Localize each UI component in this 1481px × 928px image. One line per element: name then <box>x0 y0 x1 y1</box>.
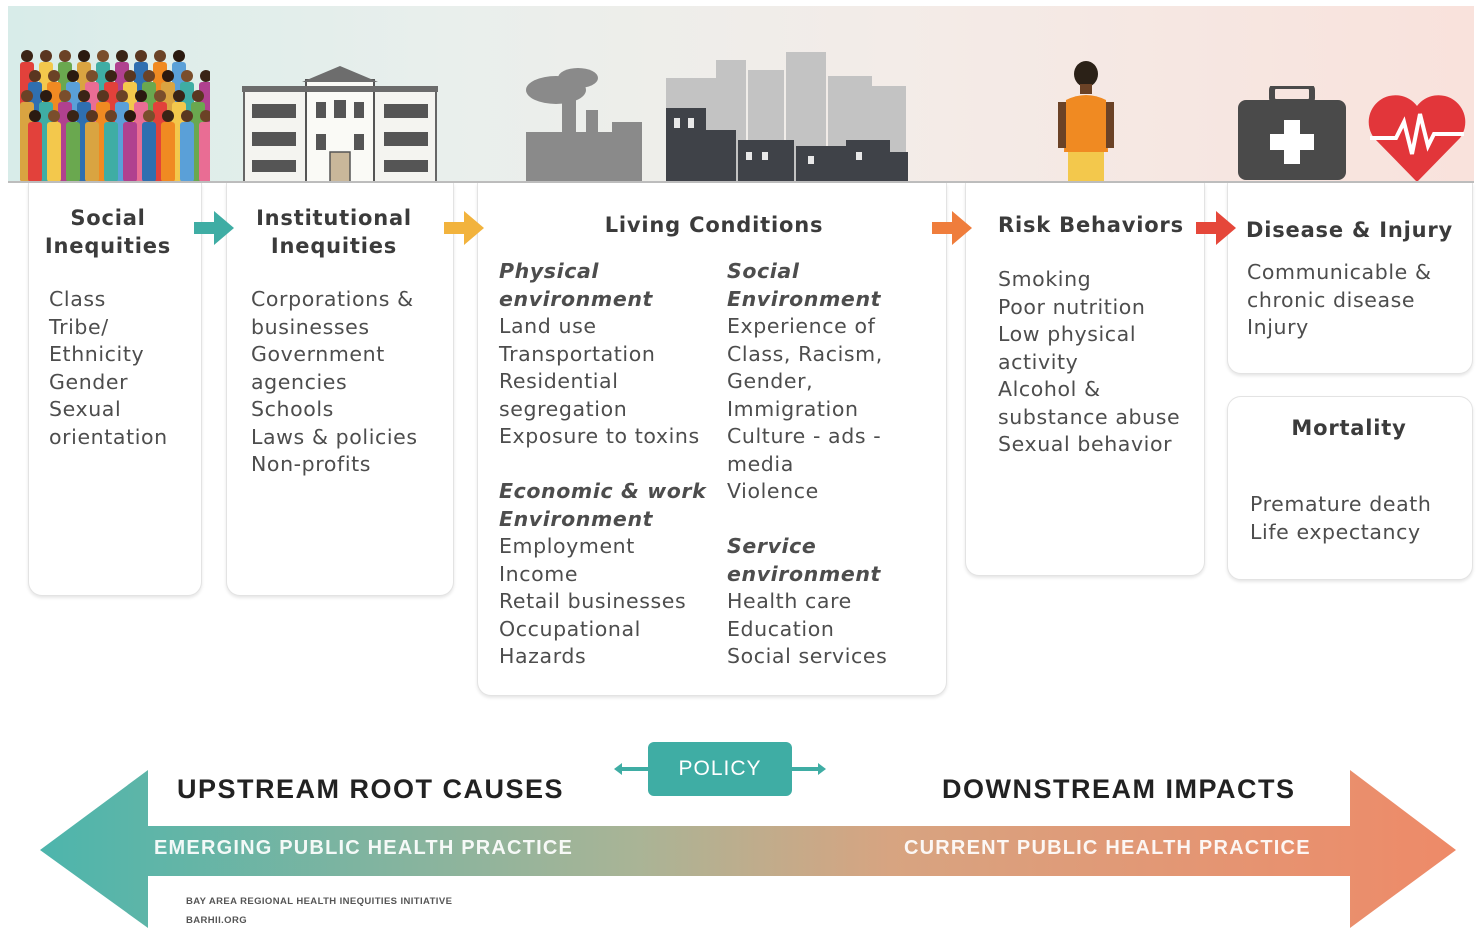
list-item: Government <box>251 342 385 366</box>
list-item: Culture - ads - <box>727 424 882 448</box>
physical-environment-list: Physical environment Land use Transporta… <box>499 258 700 451</box>
upstream-label: UPSTREAM ROOT CAUSES <box>177 774 565 804</box>
building-icon <box>242 66 438 182</box>
list-item: Gender <box>49 369 129 394</box>
list-item: Ethnicity <box>49 342 145 366</box>
list-item: Residential <box>499 369 619 393</box>
first-aid-kit-icon <box>1238 86 1346 180</box>
mortality-card <box>1227 396 1473 580</box>
list-item: Hazards <box>499 644 587 668</box>
subheading: environment <box>499 286 653 311</box>
risk-behaviors-card <box>965 183 1205 576</box>
credit-organization: BAY AREA REGIONAL HEALTH INEQUITIES INIT… <box>186 896 453 907</box>
institutional-inequities-card <box>226 183 454 596</box>
list-item: Health care <box>727 589 852 613</box>
list-item: Violence <box>727 479 819 503</box>
arrow-left-icon <box>614 763 650 775</box>
list-item: chronic disease <box>1247 287 1416 312</box>
economic-environment-list: Economic & work Environment Employment I… <box>499 478 706 671</box>
institutional-inequities-list: Corporations & businesses Government age… <box>251 286 418 479</box>
living-conditions-title: Living Conditions <box>604 213 824 237</box>
list-item: Schools <box>251 397 334 421</box>
list-item: Transportation <box>499 341 656 366</box>
list-item: Occupational <box>499 616 641 641</box>
list-item: agencies <box>251 369 348 394</box>
list-item: Low physical <box>998 322 1137 346</box>
arrow-right-icon <box>932 211 972 245</box>
subheading: Social <box>727 259 800 283</box>
list-item: Premature death <box>1250 492 1432 516</box>
arrow-right-icon <box>790 763 826 775</box>
list-item: Retail businesses <box>499 589 687 613</box>
living-conditions-card <box>477 183 947 696</box>
subheading: environment <box>727 561 881 586</box>
list-item: activity <box>998 349 1079 374</box>
list-item: orientation <box>49 424 168 449</box>
risk-behaviors-list: Smoking Poor nutrition Low physical acti… <box>998 266 1180 459</box>
list-item: Non-profits <box>251 452 372 476</box>
subheading: Service <box>727 534 817 558</box>
subheading: Environment <box>727 286 882 311</box>
list-item: Gender, <box>727 369 814 393</box>
list-item: Class, Racism, <box>727 341 883 366</box>
mortality-list: Premature death Life expectancy <box>1250 491 1431 546</box>
list-item: Alcohol & <box>998 377 1101 401</box>
list-item: businesses <box>251 314 370 339</box>
list-item: Communicable & <box>1247 260 1432 284</box>
list-item: Corporations & <box>251 287 414 311</box>
person-icon <box>1058 61 1114 182</box>
heartbeat-icon <box>1368 95 1466 182</box>
list-item: segregation <box>499 396 628 421</box>
list-item: Land use <box>499 314 597 338</box>
list-item: substance abuse <box>998 404 1181 429</box>
list-item: Exposure to toxins <box>499 424 700 448</box>
list-item: Education <box>727 616 835 641</box>
arrow-right-icon <box>444 211 484 245</box>
downstream-label: DOWNSTREAM IMPACTS <box>942 774 1296 804</box>
list-item: Laws & policies <box>251 424 418 449</box>
ground-line <box>8 181 1474 183</box>
list-item: Social services <box>727 644 888 668</box>
list-item: Income <box>499 561 579 586</box>
current-practice-label: CURRENT PUBLIC HEALTH PRACTICE <box>904 837 1311 859</box>
service-environment-list: Service environment Health care Educatio… <box>727 533 887 671</box>
social-inequities-list: Class Tribe/ Ethnicity Gender Sexual ori… <box>49 286 168 451</box>
mortality-title: Mortality <box>1291 416 1407 440</box>
list-item: Injury <box>1247 315 1309 339</box>
policy-badge: POLICY <box>648 742 792 796</box>
list-item: media <box>727 451 794 476</box>
list-item: Sexual behavior <box>998 432 1173 456</box>
city-factory-icon <box>526 52 908 182</box>
risk-behaviors-title: Risk Behaviors <box>998 213 1184 237</box>
list-item: Smoking <box>998 267 1092 291</box>
crowd-icon <box>20 50 210 182</box>
list-item: Class <box>49 287 106 311</box>
arrow-right-icon <box>194 211 234 245</box>
list-item: Poor nutrition <box>998 294 1146 319</box>
disease-injury-card <box>1227 183 1473 374</box>
list-item: Employment <box>499 534 635 558</box>
disease-injury-title: Disease & Injury <box>1246 218 1453 242</box>
arrow-right-icon <box>1196 211 1236 245</box>
list-item: Tribe/ <box>49 314 109 339</box>
social-inequities-title: Social Inequities <box>44 206 172 258</box>
list-item: Sexual <box>49 397 122 421</box>
list-item: Immigration <box>727 396 859 421</box>
credit-website: BARHII.ORG <box>186 915 247 926</box>
institutional-inequities-title: Institutional Inequities <box>256 206 412 258</box>
social-inequities-card <box>28 183 202 596</box>
list-item: Experience of <box>727 314 876 338</box>
subheading: Physical <box>499 259 600 283</box>
social-environment-list: Social Environment Experience of Class, … <box>727 258 883 506</box>
disease-injury-list: Communicable & chronic disease Injury <box>1247 259 1432 342</box>
subheading: Economic & work <box>499 479 707 503</box>
emerging-practice-label: EMERGING PUBLIC HEALTH PRACTICE <box>154 837 574 859</box>
upstream-downstream-arrow <box>40 770 1456 928</box>
list-item: Life expectancy <box>1250 519 1421 544</box>
subheading: Environment <box>499 506 654 531</box>
